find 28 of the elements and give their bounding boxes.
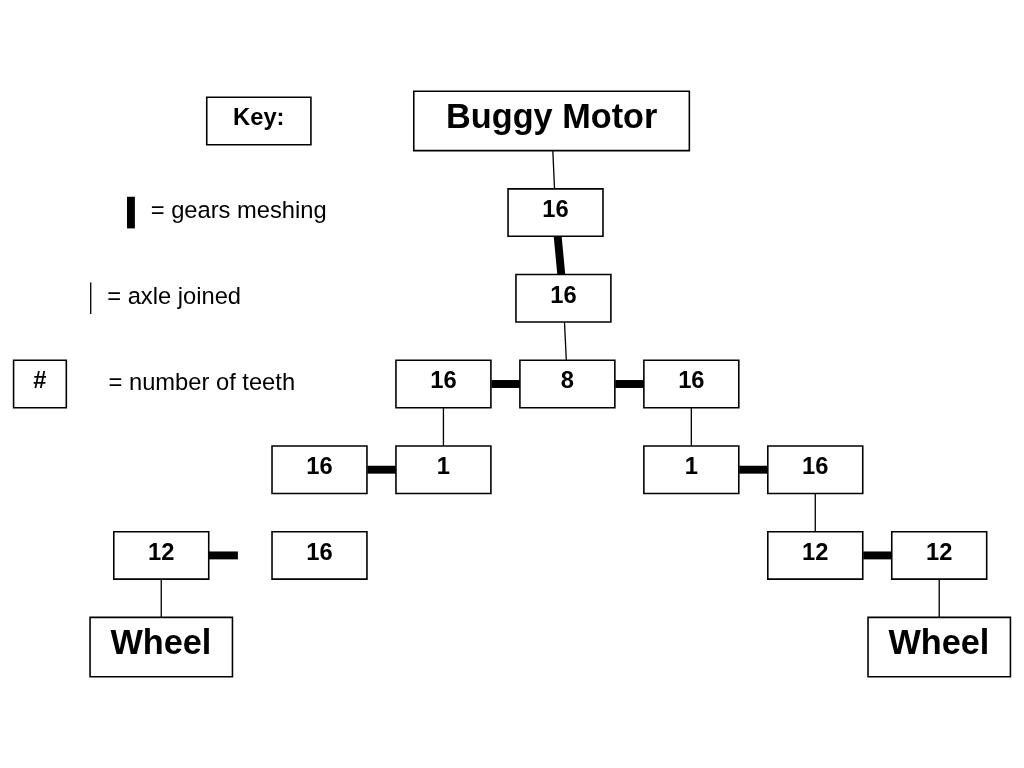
legend-label: = axle joined xyxy=(107,283,242,310)
node-box: Wheel xyxy=(89,616,234,678)
connector xyxy=(690,407,692,447)
node-box: 16 xyxy=(271,530,368,580)
node-box: Buggy Motor xyxy=(412,90,691,152)
node-box: # xyxy=(12,359,68,409)
connector xyxy=(814,493,816,533)
node-box: 12 xyxy=(890,530,988,580)
node-box: 8 xyxy=(519,359,616,409)
node-box: Wheel xyxy=(867,616,1012,678)
node-box: 16 xyxy=(643,359,740,409)
node-box: 1 xyxy=(643,445,740,495)
node-box: 12 xyxy=(113,530,210,580)
node-box: Key: xyxy=(205,96,312,146)
node-box: 16 xyxy=(515,273,612,323)
connector xyxy=(563,321,567,361)
node-box: 16 xyxy=(507,188,604,238)
connector xyxy=(442,407,445,447)
legend-label: = gears meshing xyxy=(150,197,327,224)
connector xyxy=(552,150,556,190)
node-box: 16 xyxy=(767,445,864,495)
node-box: 16 xyxy=(395,359,492,409)
connector xyxy=(938,578,940,618)
connector xyxy=(160,578,162,618)
legend-label: = number of teeth xyxy=(108,368,296,395)
node-box: 12 xyxy=(767,530,864,580)
node-box: 16 xyxy=(271,445,368,495)
node-box: 1 xyxy=(395,445,492,495)
